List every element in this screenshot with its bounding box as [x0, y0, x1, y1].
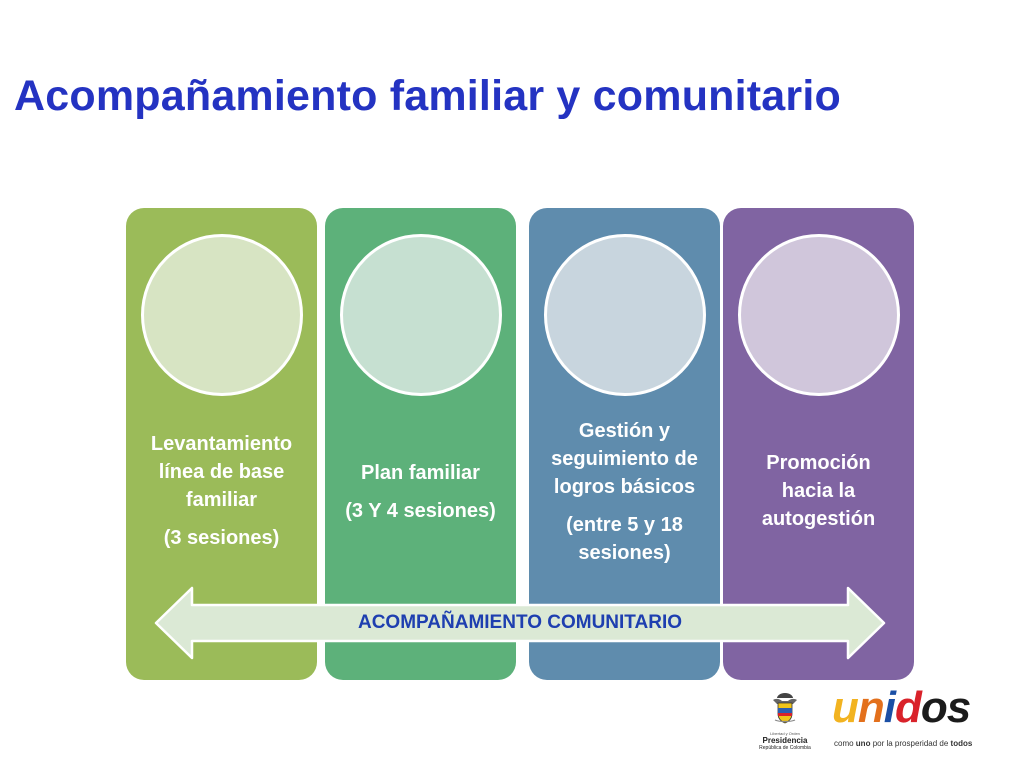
stage-text: Promoción hacia la autogestión	[729, 449, 908, 533]
stage-title-line: autogestión	[761, 508, 876, 530]
stage-circle	[544, 234, 706, 396]
stage-card-family-plan: Plan familiar (3 Y 4 sesiones)	[325, 208, 516, 680]
tagline-part: como	[834, 739, 856, 748]
stage-sessions: (3 Y 4 sesiones)	[345, 500, 496, 522]
stage-sessions: (3 sesiones)	[163, 527, 280, 549]
stage-title-line: hacia la	[781, 480, 856, 502]
stage-text: Plan familiar (3 Y 4 sesiones)	[331, 459, 510, 525]
presidencia-name: Presidencia	[762, 736, 808, 745]
stage-title-line: línea de base	[158, 461, 285, 483]
presidencia-subtitle: República de Colombia	[759, 745, 811, 751]
double-arrow-icon	[154, 586, 886, 660]
stage-title-line: familiar	[185, 489, 258, 511]
page-title: Acompañamiento familiar y comunitario	[14, 72, 841, 120]
stage-circle	[141, 234, 303, 396]
stage-card-management: Gestión y seguimiento de logros básicos …	[529, 208, 720, 680]
stage-title-line: seguimiento de	[551, 448, 698, 470]
wordmark-letter: i	[883, 683, 896, 732]
stage-title-line: logros básicos	[553, 476, 696, 498]
stage-text: Gestión y seguimiento de logros básicos …	[535, 417, 714, 567]
tagline-part: por la prosperidad de	[870, 739, 951, 748]
stage-title-line: Gestión y	[578, 420, 671, 442]
wordmark-letter: n	[857, 683, 885, 732]
stage-circle	[340, 234, 502, 396]
unidos-logo: unidos como uno por la prosperidad de to…	[832, 680, 992, 760]
wordmark-letter: d	[895, 683, 922, 732]
stage-sessions: (entre 5 y 18	[566, 514, 683, 536]
double-arrow-shape	[154, 586, 886, 660]
presidencia-motto: Libertad y Orden	[770, 731, 800, 736]
unidos-wordmark: unidos	[832, 680, 972, 736]
wordmark-letter: s	[946, 683, 972, 732]
stage-title-line: Plan familiar	[361, 462, 480, 484]
stage-title-line: Levantamiento	[150, 433, 293, 455]
arrow-label: ACOMPAÑAMIENTO COMUNITARIO	[357, 612, 683, 633]
stage-card-self-management: Promoción hacia la autogestión	[723, 208, 914, 680]
stage-text: Levantamiento línea de base familiar (3 …	[132, 430, 311, 552]
stage-circle	[738, 234, 900, 396]
tagline-part: uno	[855, 739, 871, 748]
stage-title-line: Promoción	[766, 452, 871, 474]
wordmark-letter: o	[920, 683, 948, 732]
stage-sessions: sesiones)	[578, 542, 671, 564]
wordmark-letter: u	[832, 683, 859, 732]
presidencia-logo: Libertad y Orden Presidencia República d…	[752, 692, 818, 756]
tagline-part: todos	[950, 739, 973, 748]
unidos-tagline: como uno por la prosperidad de todos	[834, 739, 972, 748]
coat-of-arms-icon	[773, 693, 797, 724]
stage-card-baseline: Levantamiento línea de base familiar (3 …	[126, 208, 317, 680]
